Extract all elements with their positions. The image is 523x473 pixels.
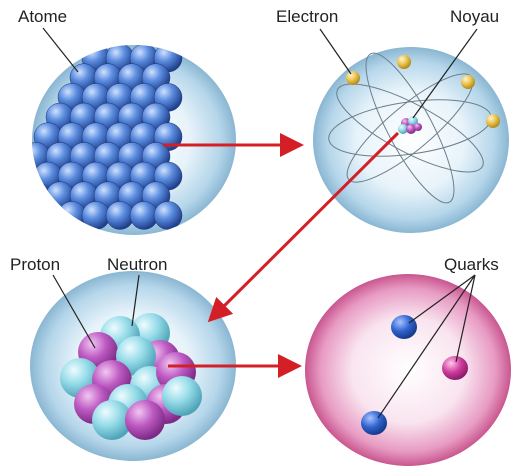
arrows	[163, 131, 400, 378]
nucleus-particle	[406, 124, 416, 134]
leader-line-quark	[455, 274, 476, 363]
leader-line-atom	[42, 27, 79, 73]
arrow-model-to-nucleus	[207, 131, 400, 323]
quark	[361, 411, 387, 435]
leader-line-quark	[377, 274, 476, 419]
quark-panel	[305, 274, 511, 466]
nucleus	[398, 116, 422, 134]
leader-line-quark	[408, 274, 476, 324]
neutron-label: Neutron	[107, 255, 167, 274]
leader-lines	[42, 27, 478, 419]
proton-label: Proton	[10, 255, 60, 274]
quark-bubble	[305, 274, 511, 466]
nucleus-panel	[30, 271, 236, 461]
lattice-atom	[32, 201, 39, 230]
electron-label: Electron	[276, 7, 338, 26]
nucleon-cluster	[60, 313, 202, 440]
leader-line-electron	[319, 28, 352, 75]
nucleus-label: Noyau	[450, 7, 499, 26]
electron	[346, 71, 360, 85]
lattice-atom	[0, 201, 14, 229]
atom-model-bubble	[313, 47, 509, 233]
nucleus-particle	[408, 116, 418, 126]
electron	[461, 75, 475, 89]
atom-model-panel	[313, 47, 509, 233]
quarks-label: Quarks	[444, 255, 499, 274]
lattice-atom	[0, 182, 26, 210]
atom-panel	[0, 45, 236, 235]
lattice-atom	[33, 201, 63, 230]
nucleus-particle	[398, 124, 408, 134]
leader-line-neutron	[131, 274, 140, 327]
atom-label: Atome	[18, 7, 67, 26]
lattice-atom	[32, 161, 39, 191]
electron	[486, 114, 500, 128]
leader-line-nucleus	[412, 28, 478, 119]
atom-lattice	[0, 45, 183, 230]
quark	[391, 315, 417, 339]
proton-particle	[125, 400, 165, 440]
quark	[442, 356, 468, 380]
neutron-particle	[162, 376, 202, 416]
lattice-atom	[153, 201, 183, 230]
lattice-atom	[32, 181, 51, 211]
electron	[397, 55, 411, 69]
leader-line-proton	[52, 274, 96, 349]
neutron-particle	[92, 400, 132, 440]
nucleus-particle	[414, 123, 422, 131]
